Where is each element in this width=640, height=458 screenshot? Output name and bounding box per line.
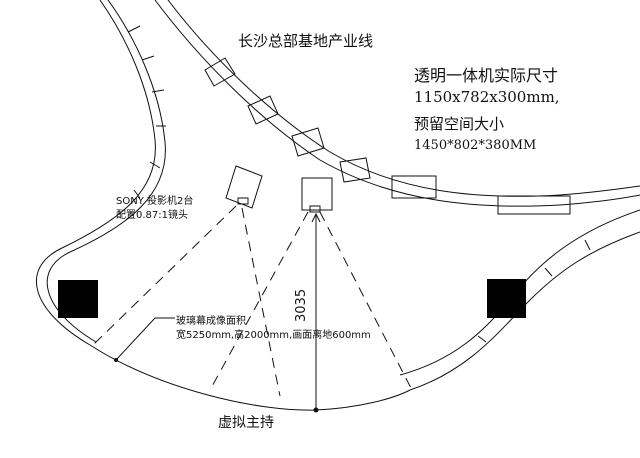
top-wall-inner: [167, 0, 640, 197]
projector-right: [301, 177, 333, 211]
site-title: 长沙总部基地产业线: [238, 32, 374, 50]
spec-line-3: 预留空间大小: [414, 115, 505, 133]
dimension-label: 3035: [294, 288, 309, 322]
projector-left: [225, 165, 263, 209]
screen-label-2: 宽5250mm,高2000mm,画面离地600mm: [176, 330, 371, 341]
right-curved-wall-outer: [409, 231, 640, 391]
projector-label-1: SONY 投影机2台: [116, 196, 194, 207]
spec-line-2: 1150x782x300mm,: [414, 88, 560, 106]
left-display-unit: [58, 280, 98, 318]
spec-line-4: 1450*802*380MM: [414, 138, 537, 153]
host-label: 虚拟主持: [218, 415, 274, 431]
left-curved-wall-inner: [46, 0, 166, 343]
spec-line-1: 透明一体机实际尺寸: [414, 66, 559, 85]
stage-front-curve: [89, 344, 411, 411]
left-curved-wall-outer: [36, 0, 156, 346]
projector-label-2: 配置0.87:1镜头: [116, 210, 188, 221]
screen-label-1: 玻璃幕成像面积: [176, 316, 246, 327]
top-wall-outer: [154, 0, 640, 207]
right-display-unit: [487, 279, 526, 318]
